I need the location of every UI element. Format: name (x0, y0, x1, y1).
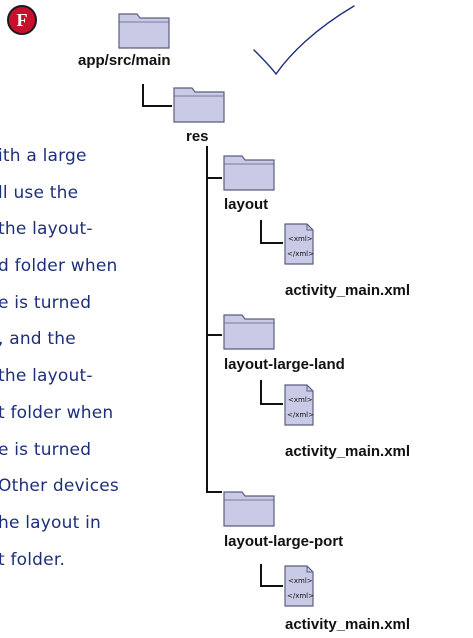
checkmark-icon (253, 5, 355, 76)
folder-label-layout-large-port: layout-large-port (224, 533, 344, 550)
file-label-layout-large-port: activity_main.xml (285, 616, 411, 633)
note-line: , and the (0, 329, 76, 349)
root-folder-label: app/src/main (78, 52, 171, 69)
svg-text:</xml>: </xml> (287, 592, 314, 600)
folder-icon-layout-large-land (223, 314, 275, 350)
svg-text:<xml>: <xml> (288, 235, 313, 243)
res-folder-label: res (186, 128, 209, 145)
note-line: ith a large (0, 146, 87, 166)
note-line: Other devices (0, 476, 119, 496)
note-line: e is turned (0, 293, 92, 313)
folder-icon-layout-large-port (223, 491, 275, 527)
svg-text:</xml>: </xml> (287, 411, 314, 419)
note-line: d folder when (0, 256, 118, 276)
folder-icon-layout (223, 155, 275, 191)
svg-text:<xml>: <xml> (288, 577, 313, 585)
xml-file-icon: <xml> </xml> (284, 223, 314, 265)
note-line: t folder. (0, 550, 66, 570)
xml-file-icon: <xml> </xml> (284, 565, 314, 607)
note-line: the layout- (0, 219, 93, 239)
folder-icon-res (173, 87, 225, 123)
svg-text:</xml>: </xml> (287, 250, 314, 258)
chapter-badge-icon: F (7, 5, 37, 35)
note-line: e is turned (0, 440, 92, 460)
note-line: he layout in (0, 513, 101, 533)
note-line: ll use the (0, 183, 79, 203)
note-line: t folder when (0, 403, 114, 423)
file-label-layout-large-land: activity_main.xml (285, 443, 411, 460)
xml-file-icon: <xml> </xml> (284, 384, 314, 426)
svg-text:<xml>: <xml> (288, 396, 313, 404)
folder-label-layout: layout (224, 196, 269, 213)
folder-label-layout-large-land: layout-large-land (224, 356, 345, 373)
file-label-layout: activity_main.xml (285, 282, 411, 299)
note-line: the layout- (0, 366, 93, 386)
folder-icon-root (118, 13, 170, 49)
